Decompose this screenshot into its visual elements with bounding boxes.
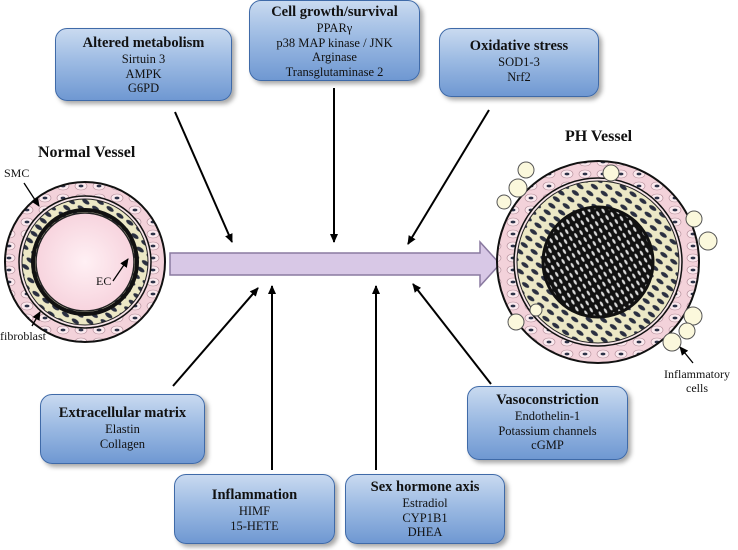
inflammation-item: HIMF	[238, 504, 271, 518]
normal-vessel-illustration	[4, 181, 166, 343]
vasoconstriction-box: Vasoconstriction Endothelin-1 Potassium …	[467, 386, 628, 460]
vasoconstriction-item: Endothelin-1	[514, 409, 581, 423]
smc-label: SMC	[4, 166, 30, 180]
cell-growth-box: Cell growth/survival PPARγ p38 MAP kinas…	[249, 0, 420, 81]
vasoconstriction-item: Potassium channels	[498, 423, 597, 438]
altered-metabolism-title: Altered metabolism	[82, 35, 205, 51]
sex-hormone-axis-item: DHEA	[407, 525, 443, 539]
oxidative-stress-item: SOD1-3	[498, 55, 540, 69]
ph-vessel-title: PH Vessel	[565, 128, 633, 145]
normal-vessel-title: Normal Vessel	[38, 144, 136, 161]
altered-metabolism-item: AMPK	[125, 66, 162, 81]
inflammatory-cells-label-line2: cells	[686, 381, 708, 395]
altered-metabolism-item: G6PD	[127, 81, 160, 95]
fibroblast-label: fibroblast	[0, 329, 46, 343]
vasoconstriction-item: cGMP	[531, 438, 564, 452]
main-progression-arrow	[169, 240, 502, 288]
inflammatory-cells-label: Inflammatory cells	[656, 367, 738, 395]
inflammatory-cells-label-line1: Inflammatory	[664, 367, 730, 381]
extracellular-matrix-item: Elastin	[105, 422, 140, 436]
sex-hormone-axis-item: Estradiol	[402, 496, 448, 510]
inflammation-box: Inflammation HIMF 15-HETE	[174, 474, 335, 544]
cell-growth-item: p38 MAP kinase / JNK	[276, 35, 393, 50]
cell-growth-title: Cell growth/survival	[271, 4, 398, 20]
vasoconstriction-title: Vasoconstriction	[496, 392, 599, 408]
inflammation-title: Inflammation	[211, 487, 298, 503]
factor-arrows	[172, 88, 492, 470]
sex-hormone-axis-title: Sex hormone axis	[370, 479, 480, 495]
oxidative-stress-item: Nrf2	[507, 69, 531, 84]
ec-label: EC	[96, 274, 112, 288]
sex-hormone-axis-box: Sex hormone axis Estradiol CYP1B1 DHEA	[345, 474, 505, 544]
ph-vessel-illustration	[496, 160, 700, 364]
altered-metabolism-box: Altered metabolism Sirtuin 3 AMPK G6PD	[55, 28, 232, 101]
cell-growth-item: Arginase	[312, 50, 357, 64]
sex-hormone-axis-item: CYP1B1	[402, 510, 448, 525]
label-pointers	[23, 182, 694, 364]
inflammatory-cells	[496, 161, 718, 352]
extracellular-matrix-box: Extracellular matrix Elastin Collagen	[40, 394, 205, 464]
oxidative-stress-box: Oxidative stress SOD1-3 Nrf2	[439, 28, 599, 97]
extracellular-matrix-item: Collagen	[99, 436, 146, 451]
extracellular-matrix-title: Extracellular matrix	[58, 405, 187, 421]
altered-metabolism-item: Sirtuin 3	[121, 52, 166, 66]
oxidative-stress-title: Oxidative stress	[469, 38, 569, 54]
cell-growth-item: PPARγ	[316, 21, 353, 35]
cell-growth-item: Transglutaminase 2	[285, 64, 384, 79]
inflammation-item: 15-HETE	[230, 518, 279, 533]
